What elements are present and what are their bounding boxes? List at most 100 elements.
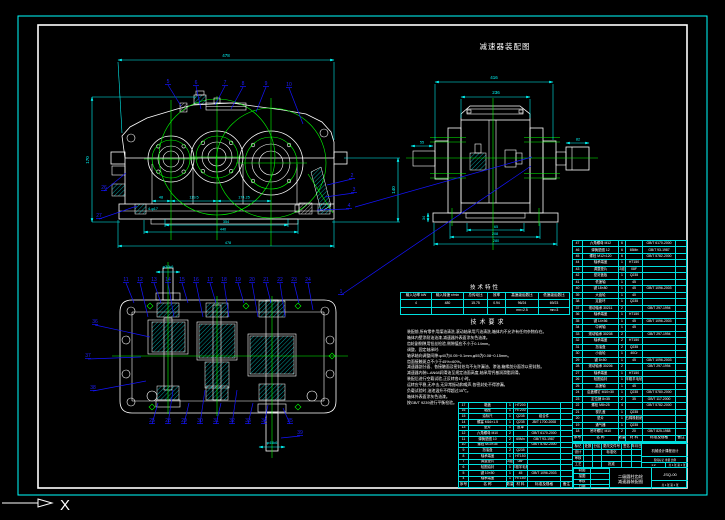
balloon-number: 3 xyxy=(353,187,356,193)
table-cell: 44 xyxy=(575,260,580,265)
table-cell: 26 xyxy=(575,377,580,382)
table-cell xyxy=(560,437,572,442)
table-cell xyxy=(621,462,631,467)
table-cell xyxy=(675,383,686,390)
svg-text:119.5: 119.5 xyxy=(189,196,198,200)
table-cell xyxy=(642,377,675,383)
table-cell xyxy=(642,409,675,416)
balloon-number: 38 xyxy=(90,385,96,391)
table-cell: 轴承端盖 xyxy=(468,454,506,459)
table-cell: 43 xyxy=(575,266,580,271)
table-cell: 9 xyxy=(462,448,465,452)
balloon-number: 34 xyxy=(261,418,267,424)
table-row: 序号名 称数量材 料标准及规格备注 xyxy=(459,481,572,488)
table-cell xyxy=(675,279,686,286)
svg-text:170: 170 xyxy=(85,156,90,164)
table-cell xyxy=(592,456,601,461)
table-cell: 六角螺母 M12 xyxy=(582,241,618,247)
table-cell: Q235 xyxy=(625,390,642,396)
balloon-number: 4 xyxy=(348,203,351,209)
table-cell: 石棉橡胶纸 xyxy=(625,416,642,422)
table-cell xyxy=(631,450,641,455)
table-cell: 38 xyxy=(575,299,580,304)
balloon-leader-line xyxy=(125,282,135,304)
table-cell xyxy=(592,450,601,455)
svg-text:55: 55 xyxy=(420,141,424,145)
table-cell: 定位销 8×35 xyxy=(582,396,618,403)
table-cell xyxy=(513,442,527,448)
table-cell xyxy=(560,454,572,459)
table-cell xyxy=(675,351,686,357)
table-cell: 定距环 xyxy=(582,299,618,305)
table-cell: 名 称 xyxy=(582,435,618,442)
table-cell: 2 xyxy=(618,429,625,435)
table-cell: 年月日 xyxy=(631,444,641,449)
side-centerlines xyxy=(406,98,598,250)
table-cell: GB/T 1096-2003 xyxy=(527,471,560,476)
table-cell xyxy=(675,396,686,403)
table-cell: 6 xyxy=(618,241,625,247)
table-row: 审核 xyxy=(574,478,609,484)
table-cell: 1 xyxy=(506,414,513,420)
table-cell xyxy=(583,450,592,455)
table-cell: 标记 xyxy=(574,444,582,448)
balloon-leader-line xyxy=(94,324,151,338)
table-cell: 4 xyxy=(618,403,625,409)
table-cell: 6 xyxy=(462,465,465,470)
table-cell xyxy=(675,429,686,435)
table-cell xyxy=(560,420,572,425)
table-cell: 启盖螺钉 M10×30 xyxy=(582,390,618,396)
table-cell xyxy=(642,338,675,344)
table-cell: GB/T 6170-2000 xyxy=(642,241,675,247)
table-cell: 键 14×56 xyxy=(582,318,618,325)
balloon-number: 35 xyxy=(287,418,293,424)
table-cell: 垫片 xyxy=(468,425,506,431)
table-cell xyxy=(560,459,572,465)
table-cell xyxy=(631,462,641,467)
svg-text:4-φ17: 4-φ17 xyxy=(148,207,158,211)
table-cell: 数量 xyxy=(506,482,513,488)
table-cell xyxy=(527,476,560,482)
balloon-number: 36 xyxy=(92,319,98,325)
table-cell xyxy=(560,465,572,471)
balloon-leader-line xyxy=(293,282,300,304)
table-cell: 螺栓 M12×120 xyxy=(582,253,618,260)
table-cell: 半粗羊毛毡 xyxy=(625,377,642,383)
balloon-number: 13 xyxy=(151,277,157,283)
table-cell: 螺栓 M8×25 xyxy=(582,403,618,409)
table-cell xyxy=(625,403,642,409)
table-cell: 1 xyxy=(506,454,513,459)
balloon-number: 21 xyxy=(263,277,269,283)
table-cell xyxy=(675,273,686,279)
balloon-number: 29 xyxy=(181,418,187,424)
table-cell: HT200 xyxy=(513,403,527,408)
tech-req-line: 调整、固定轴承时: xyxy=(407,346,440,352)
table-cell: 1 xyxy=(506,471,513,476)
table-cell: 4 xyxy=(415,300,417,305)
balloon-leader-line xyxy=(340,165,532,296)
table-cell: 键 10×50 xyxy=(468,471,506,476)
table-cell xyxy=(560,476,572,482)
table-cell xyxy=(675,416,686,422)
tech-req-lines: 装配前,所有零件用煤油清洗,滚动轴承用汽油清洗,箱体内不允许有任何杂物存在。箱体… xyxy=(407,329,570,406)
title-block-revision-grid: 标记处数分区更改文件号签名年月日设计标准化审核工艺批准 xyxy=(573,443,641,467)
balloon-number: 26 xyxy=(101,185,107,191)
table-cell: 5 xyxy=(462,471,465,475)
table-cell xyxy=(527,448,560,454)
table-cell: Q235 xyxy=(625,273,642,279)
table-cell: mn=3 xyxy=(538,307,569,314)
